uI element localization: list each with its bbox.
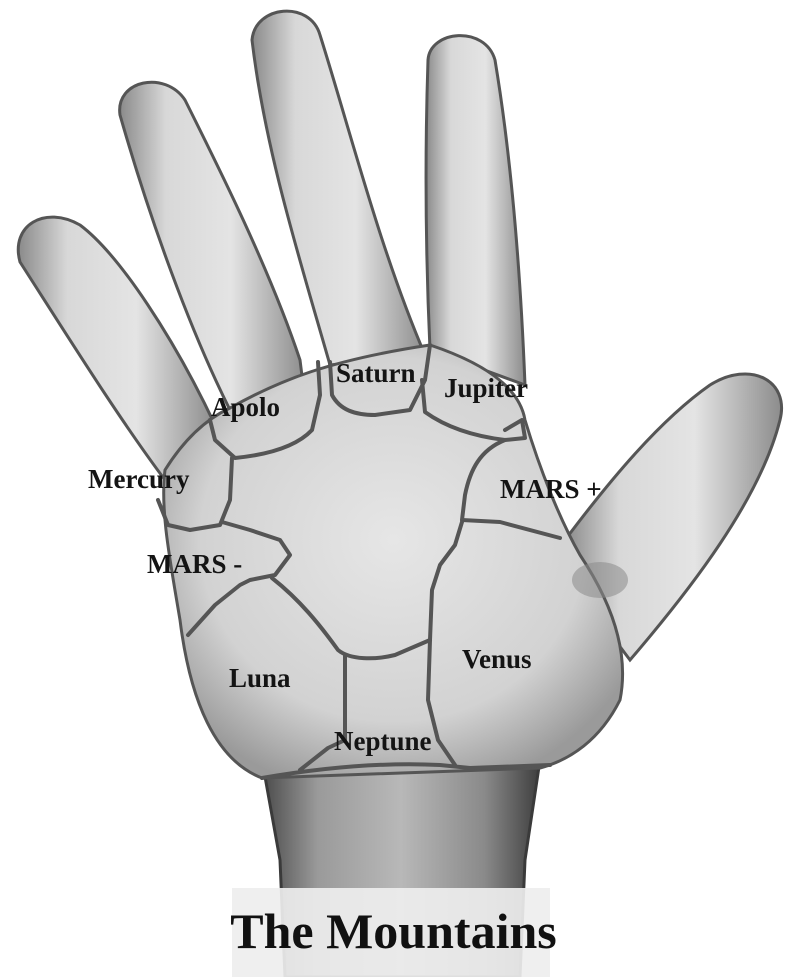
label-jupiter: Jupiter [444, 373, 528, 403]
label-mars-minus: MARS - [147, 549, 242, 579]
diagram-title: The Mountains [0, 898, 787, 964]
thumb-shadow [572, 562, 628, 598]
label-saturn: Saturn [336, 358, 416, 388]
label-venus: Venus [462, 644, 532, 674]
label-neptune: Neptune [334, 726, 432, 756]
label-mars-plus: MARS + [500, 474, 602, 504]
label-apolo: Apolo [211, 392, 280, 422]
label-luna: Luna [229, 663, 291, 693]
index-finger [426, 36, 525, 385]
label-mercury: Mercury [88, 464, 190, 494]
